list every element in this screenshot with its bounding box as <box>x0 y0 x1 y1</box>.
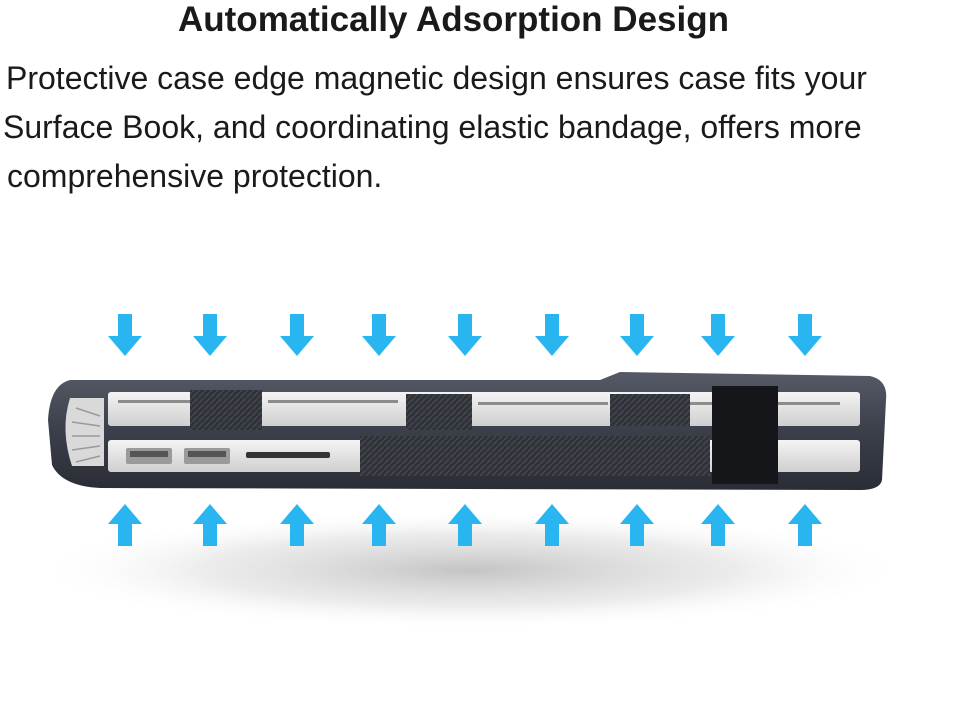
up-arrow-icon <box>701 504 735 546</box>
up-arrow-icon <box>620 504 654 546</box>
description-line-1: Protective case edge magnetic design ens… <box>6 60 867 96</box>
drop-shadow <box>30 510 910 630</box>
down-arrow-icon <box>448 314 482 356</box>
up-arrow-icon <box>448 504 482 546</box>
laptop-case-illustration <box>30 314 910 630</box>
down-arrow-icon <box>108 314 142 356</box>
strap-2 <box>406 394 472 430</box>
up-arrow-icon <box>108 504 142 546</box>
up-arrow-icon <box>280 504 314 546</box>
up-arrow-icon <box>193 504 227 546</box>
page-title: Automatically Adsorption Design <box>178 0 729 39</box>
lower-woven-panel <box>360 436 710 476</box>
sd-card-slot <box>246 452 330 458</box>
strap-3 <box>610 394 690 426</box>
hinge-segments <box>71 407 101 463</box>
down-arrow-icon <box>535 314 569 356</box>
down-arrow-icon <box>701 314 735 356</box>
strap-1 <box>190 390 262 430</box>
elastic-bandage <box>712 386 778 484</box>
product-figure <box>0 290 953 650</box>
down-arrow-icon <box>280 314 314 356</box>
down-arrow-icon <box>193 314 227 356</box>
up-arrow-icon <box>362 504 396 546</box>
description-line-3: comprehensive protection. <box>7 158 383 194</box>
bottom-arrows <box>108 504 822 546</box>
down-arrow-icon <box>788 314 822 356</box>
down-arrow-icon <box>620 314 654 356</box>
up-arrow-icon <box>788 504 822 546</box>
top-arrows <box>108 314 822 356</box>
down-arrow-icon <box>362 314 396 356</box>
up-arrow-icon <box>535 504 569 546</box>
description-line-2: Surface Book, and coordinating elastic b… <box>3 109 862 145</box>
